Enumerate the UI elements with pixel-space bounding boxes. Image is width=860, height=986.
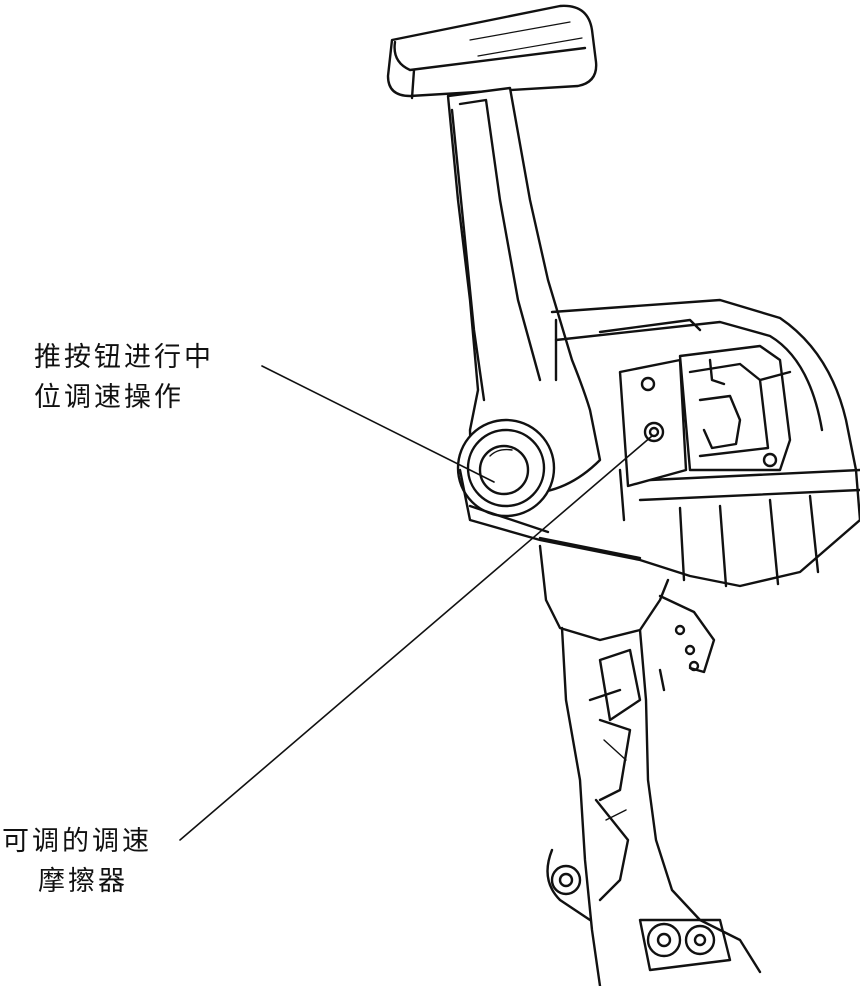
leader-line-push-button bbox=[261, 365, 495, 483]
housing bbox=[458, 298, 860, 588]
pivot-boss bbox=[456, 418, 556, 518]
label-friction-line2: 摩擦器 bbox=[38, 866, 128, 897]
label-friction: 可调的调速 摩擦器 bbox=[2, 822, 152, 902]
side-plate bbox=[618, 358, 688, 488]
mechanism-window bbox=[678, 344, 792, 472]
mount-stem bbox=[538, 544, 762, 986]
label-friction-line1: 可调的调速 bbox=[2, 826, 152, 857]
leader-line-friction bbox=[179, 435, 653, 841]
handle-grip bbox=[386, 4, 598, 100]
label-push-button: 推按钮进行中 位调速操作 bbox=[34, 338, 214, 418]
label-push-button-line1: 推按钮进行中 bbox=[34, 342, 214, 373]
label-push-button-line2: 位调速操作 bbox=[34, 382, 184, 413]
